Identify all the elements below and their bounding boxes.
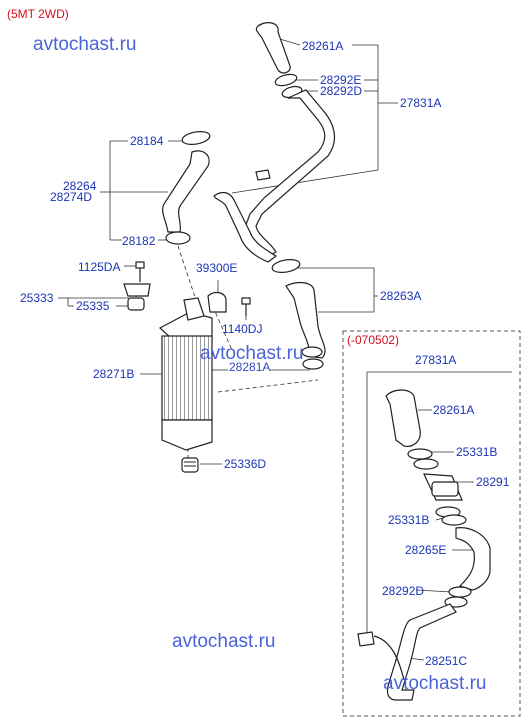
watermark: avtochast.ru <box>33 34 137 55</box>
inset-label-27831A: 27831A <box>415 353 457 367</box>
watermark: avtochast.ru <box>172 631 276 652</box>
part-label-28264: 28264 <box>63 179 97 193</box>
watermark: avtochast.ru <box>383 673 487 694</box>
inset-variant-header: (-070502) <box>347 333 400 347</box>
inset-label-28265E: 28265E <box>405 543 447 557</box>
inset-frame <box>342 330 521 717</box>
part-label-25335: 25335 <box>76 299 110 313</box>
part-label-28263A: 28263A <box>380 289 422 303</box>
main-hoses <box>123 22 336 370</box>
leader-lines <box>58 36 398 465</box>
inset-label-25331B-top: 25331B <box>456 445 498 459</box>
inset-label-28251C: 28251C <box>425 654 468 668</box>
part-label-28182: 28182 <box>122 234 156 248</box>
part-label-1140DJ: 1140DJ <box>222 322 263 336</box>
intercooler <box>158 297 213 473</box>
inset-label-25331B-bottom: 25331B <box>388 513 430 527</box>
part-label-25336D: 25336D <box>224 457 267 471</box>
inset-label-28261A: 28261A <box>433 403 475 417</box>
part-label-28292D: 28292D <box>320 84 363 98</box>
part-label-28281A: 28281A <box>229 360 271 374</box>
part-label-39300E: 39300E <box>196 261 238 275</box>
part-label-28261A: 28261A <box>302 39 344 53</box>
part-label-25333: 25333 <box>20 291 54 305</box>
variant-header: (5MT 2WD) <box>7 7 69 21</box>
part-label-27831A: 27831A <box>400 96 442 110</box>
inset-leader-lines <box>366 371 512 661</box>
watermark: avtochast.ru <box>200 343 304 364</box>
inset-label-28291: 28291 <box>476 475 510 489</box>
inset-parts <box>357 389 491 701</box>
part-label-28292E: 28292E <box>320 73 362 87</box>
part-label-28271B: 28271B <box>93 367 135 381</box>
inset-label-28292D: 28292D <box>382 584 425 598</box>
part-label-28184: 28184 <box>130 134 164 148</box>
part-label-1125DA: 1125DA <box>78 260 121 274</box>
part-label-28274D: 28274D <box>50 190 93 204</box>
